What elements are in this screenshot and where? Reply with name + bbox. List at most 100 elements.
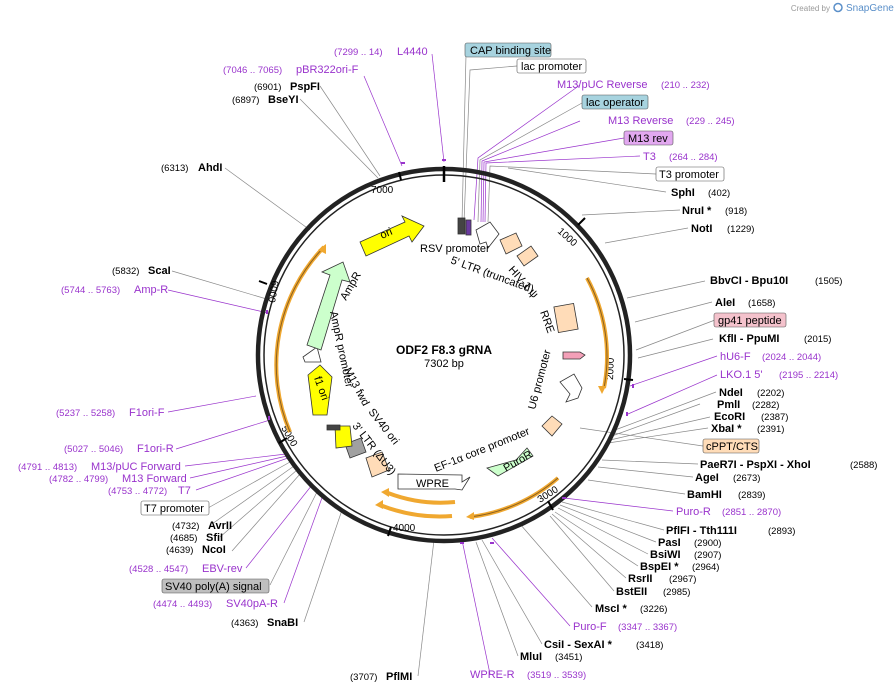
label-bsiwi: BsiWI [650,549,681,561]
pos-wprer: (3519 .. 3539) [527,670,586,681]
arc-arrow-head-4 [375,500,383,509]
label-avrii: AvrII [208,520,232,532]
label-ahdi: AhdI [198,162,222,174]
label-f1orif: F1ori-F [129,407,165,419]
label-ndei: NdeI [719,387,743,399]
pos-m13fwd-primer: (4782 .. 4799) [49,474,108,485]
pos-ampr-primer: (5744 .. 5763) [61,285,120,296]
label-t3: T3 [643,151,656,163]
pos-mlui: (3451) [555,652,582,663]
pos-noti: (1229) [727,224,754,235]
pos-bsteii: (2985) [663,587,690,598]
pos-pbr322: (7046 .. 7065) [223,65,282,76]
pos-f1orif: (5237 .. 5258) [56,408,115,419]
label-sv40par: SV40pA-R [226,598,278,610]
label-alei: AleI [715,297,735,309]
label-csii: CsiI - SexAI * [544,639,613,651]
label-m13rev: M13 Reverse [608,115,673,127]
pos-pflfi: (2893) [768,526,795,537]
label-pflfi: PflFI - Tth111I [666,525,737,537]
label-t3prom: T3 promoter [659,169,719,181]
pos-m13pucrev: (210 .. 232) [661,80,710,91]
label-m13pucrev: M13/pUC Reverse [557,79,647,91]
m13revbox-box [623,130,674,146]
label-cap: CAP binding site [470,45,551,57]
pos-sv40par: (4474 .. 4493) [153,599,212,610]
pos-rsrii: (2967) [669,574,696,585]
lacop-box [581,94,649,110]
pos-msci: (3226) [640,604,667,615]
pos-hu6f: (2024 .. 2044) [762,352,821,363]
arc-arrow-head-3 [381,488,389,497]
feature-label-ori: ori [378,226,394,242]
pos-scai: (5832) [112,266,139,277]
label-lacprom: lac promoter [521,61,582,73]
label-lko: LKO.1 5' [720,369,762,381]
tick-label-7000: 7000 [371,185,394,196]
leader-lines [167,53,718,677]
watermark-brand: SnapGene [846,3,894,14]
arc-arrow-head-1 [598,386,606,394]
pos-puror-primer: (2851 .. 2870) [722,507,781,518]
pos-f1orir: (5027 .. 5046) [64,444,123,455]
pos-t3: (264 .. 284) [669,152,718,163]
pos-ncoi: (4639) [166,545,193,556]
pos-bseyi: (6897) [232,95,259,106]
pos-csii: (3418) [636,640,663,651]
label-pflmi: PflMI [386,671,412,683]
pos-ecori: (2387) [761,412,788,423]
label-sfii: SfiI [206,532,223,544]
tick-marks [258,171,634,537]
pos-nrui: (918) [725,206,747,217]
arc-arrow-head-2 [466,512,474,520]
tick-label-1000: 1000 [555,226,579,249]
label-pmli: PmlI [717,399,740,411]
pos-paer7i: (2588) [850,460,877,471]
snapgene-logo-icon [833,2,843,13]
label-wprer: WPRE-R [470,669,515,681]
label-sphi: SphI [671,187,695,199]
ltr-arc-edges [275,246,608,518]
feature-label-u6: U6 promoter [526,348,554,410]
plasmid-name: ODF2 F8.3 gRNA [396,343,492,357]
label-cppt: cPPT/CTS [706,441,758,453]
label-purof: Puro-F [573,621,607,633]
pos-agei: (2673) [733,473,760,484]
pos-sphi: (402) [708,188,730,199]
pos-l4440: (7299 .. 14) [334,47,383,58]
tick-label-6000: 6000 [265,279,280,303]
pos-purof: (3347 .. 3367) [618,622,677,633]
feature-label-rre: RRE [537,309,556,335]
label-m13pucfwd: M13/pUC Forward [91,461,181,473]
pos-kfli: (2015) [804,334,831,345]
pos-pasi: (2900) [694,538,721,549]
tick-label-2000: 2000 [605,357,617,380]
label-mlui: MluI [520,651,542,663]
label-snabi: SnaBI [267,617,298,629]
sv40polya-box [161,578,270,594]
label-l4440: L4440 [397,46,428,58]
label-bsteii: BstEII [616,586,647,598]
pos-pmli: (2282) [752,400,779,411]
label-gp41: gp41 peptide [718,315,782,327]
arc-arrow-head-5 [318,244,326,254]
plasmid-length: 7302 bp [424,358,464,370]
label-bbvci: BbvCI - Bpu10I [710,275,788,287]
t3prom-box [655,166,725,182]
label-puror-primer: Puro-R [676,506,711,518]
label-agei: AgeI [695,472,719,484]
label-pasi: PasI [658,537,681,549]
feature-label-puror: PuroR [502,449,535,475]
label-sv40polya: SV40 poly(A) signal [165,581,262,593]
label-scai: ScaI [148,265,171,277]
label-pbr322: pBR322ori-F [296,64,359,76]
label-noti: NotI [691,223,712,235]
cppt-box [702,438,760,454]
primer-ticks [266,159,634,544]
label-bamhi: BamHI [687,489,722,501]
label-xbai: XbaI * [711,423,742,435]
pos-bsiwi: (2907) [694,550,721,561]
lacprom-box [516,58,587,74]
pos-alei: (1658) [748,298,775,309]
